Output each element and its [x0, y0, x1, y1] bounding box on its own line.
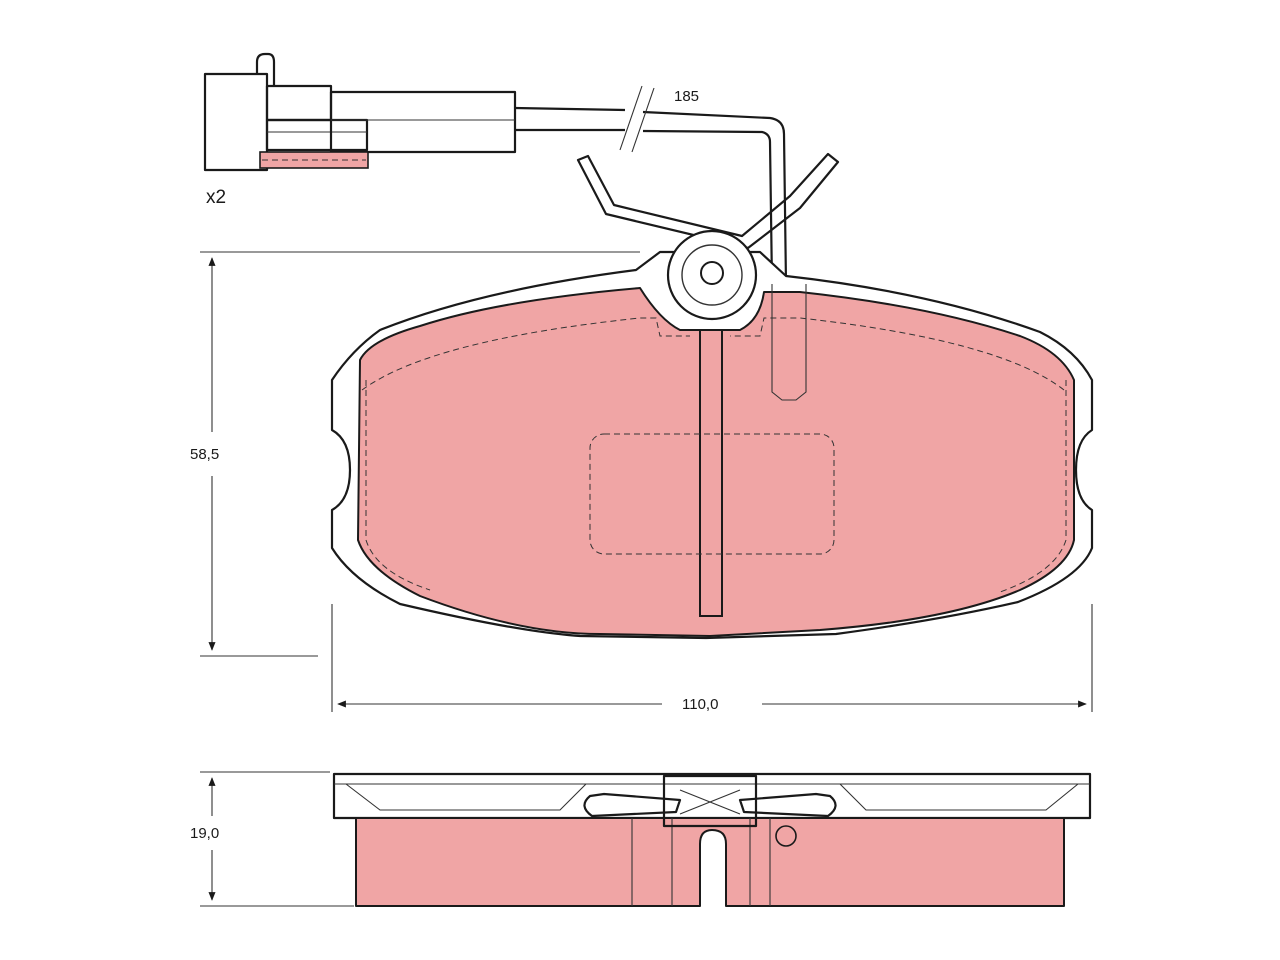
wear-sensor-connector: [203, 52, 517, 172]
height-dimension-label: 58,5: [190, 446, 219, 463]
quantity-label: x2: [206, 187, 226, 208]
pad-side-view: [332, 772, 1092, 907]
dimension-lines: [200, 251, 1093, 907]
width-dimension-label: 110,0: [682, 696, 718, 713]
pad-front-view: [330, 229, 1094, 640]
thickness-dimension-label: 19,0: [190, 825, 219, 842]
wire-length-label: 185: [674, 88, 699, 105]
